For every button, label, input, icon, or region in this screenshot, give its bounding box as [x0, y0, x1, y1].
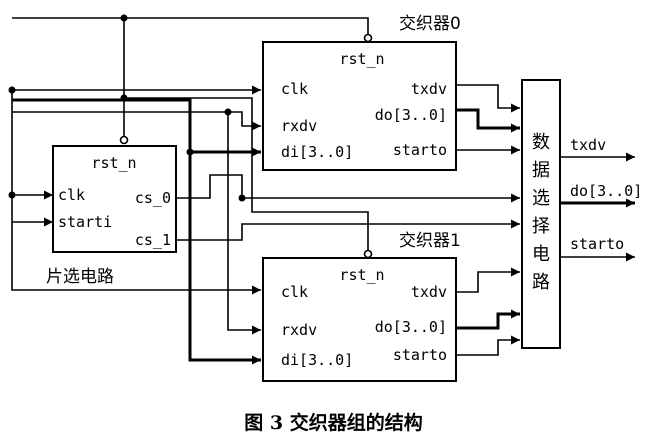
- junctions: [8, 14, 246, 202]
- cs-cs0-label: cs_0: [135, 189, 171, 207]
- s0-do-bus: [456, 108, 520, 133]
- s0-reset-label: rst_n: [339, 50, 384, 68]
- cs-starti-label: starti: [58, 213, 112, 231]
- chip-select-box: [52, 145, 177, 253]
- s1-rxdv-label: rxdv: [281, 321, 317, 339]
- reset-bubble-s0: [363, 33, 373, 43]
- s1-txdv-wire: [456, 267, 520, 293]
- out-do-label: do[3..0]: [570, 182, 642, 200]
- data-select-box: [521, 79, 561, 349]
- junction-dot: [224, 108, 232, 116]
- junction-dot: [186, 148, 194, 156]
- out-starto-label: starto: [570, 235, 624, 253]
- mux-title-char: 择: [532, 216, 550, 237]
- cs-cs1-label: cs_1: [135, 231, 171, 249]
- reset-wire-top: [12, 17, 369, 36]
- junction-dot: [120, 14, 128, 22]
- s1-do-bus: [456, 309, 520, 330]
- s1-reset-label: rst_n: [339, 266, 384, 284]
- s1-txdv-label: txdv: [411, 283, 447, 301]
- output-labels: txdv do[3..0] starto: [570, 136, 642, 253]
- rxdv-wire: [12, 111, 261, 131]
- s1-di-label: di[3..0]: [281, 351, 353, 369]
- reset-bubble-s1: [363, 249, 373, 259]
- interleaver-0-block: 交织器0 rst_n clk rxdv di[3..0] txdv do[3..…: [262, 14, 461, 171]
- di-bus: [12, 98, 261, 157]
- reset-wire-s1: [124, 97, 369, 252]
- interleaver-0-title: 交织器0: [399, 14, 461, 34]
- s0-do-label: do[3..0]: [375, 106, 447, 124]
- out-txdv-label: txdv: [570, 136, 606, 154]
- mux-title-char: 数: [532, 132, 550, 153]
- junction-dot: [238, 194, 246, 202]
- chip-select-block: rst_n clk starti cs_0 cs_1 片选电路: [46, 145, 177, 287]
- s1-do-label: do[3..0]: [375, 318, 447, 336]
- s0-txdv-label: txdv: [411, 80, 447, 98]
- junction-dot: [120, 94, 128, 102]
- junction-dot: [8, 191, 16, 199]
- mux-title-char: 路: [532, 272, 550, 293]
- chip-select-title: 片选电路: [46, 267, 114, 287]
- cs0-wire: [176, 174, 520, 203]
- s0-clk-label: clk: [281, 80, 308, 98]
- cs1-wire: [176, 219, 520, 241]
- junction-dot: [8, 86, 16, 94]
- di-bus-s1: [188, 152, 261, 365]
- interleaver-0-box: [262, 41, 457, 171]
- mux-title-char: 选: [532, 188, 550, 209]
- s0-starto-label: starto: [393, 141, 447, 159]
- wires: [11, 17, 635, 365]
- interleaver-1-title: 交织器1: [399, 231, 461, 251]
- s1-starto-wire: [456, 335, 520, 356]
- rxdv-wire-s1: [227, 112, 261, 335]
- s0-txdv-wire: [456, 84, 520, 113]
- mux-title-char: 据: [532, 160, 550, 181]
- s1-starto-label: starto: [393, 346, 447, 364]
- mux-title-char: 电: [532, 244, 550, 265]
- interleaver-1-block: 交织器1 rst_n clk rxdv di[3..0] txdv do[3..…: [262, 231, 461, 382]
- reset-bubble-cs: [119, 135, 129, 145]
- figure-caption: 图 3 交织器组的结构: [244, 412, 423, 434]
- s0-di-label: di[3..0]: [281, 143, 353, 161]
- s0-rxdv-label: rxdv: [281, 117, 317, 135]
- cs-reset-label: rst_n: [91, 154, 136, 172]
- s1-clk-label: clk: [281, 283, 308, 301]
- data-select-block: 数 据 选 择 电 路: [521, 79, 561, 349]
- cs-clk-label: clk: [58, 186, 85, 204]
- clk-wire-s1: [11, 90, 261, 295]
- interleaver-1-box: [262, 257, 457, 382]
